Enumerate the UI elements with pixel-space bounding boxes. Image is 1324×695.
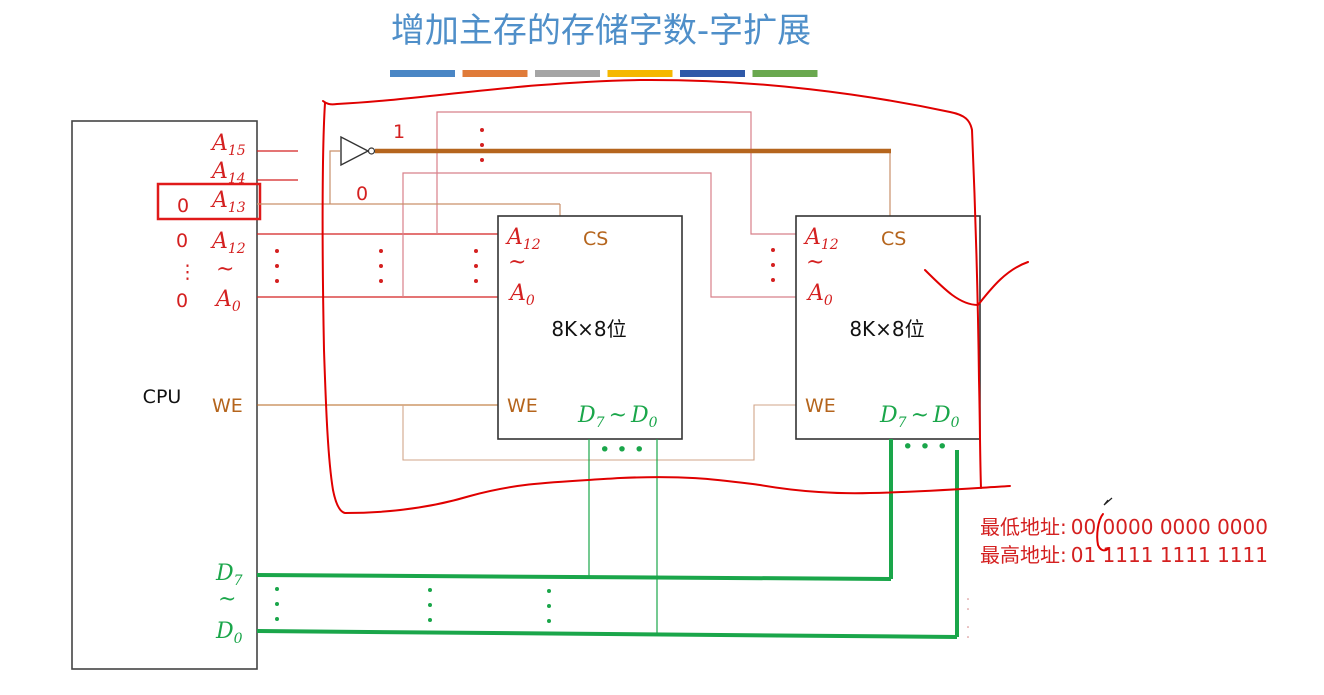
cpu-data-pins: D7 ~ D0 [215,561,243,647]
chip1-data-range: D7~D0 [577,403,658,431]
chip2-box [795,215,981,440]
lowest-address: 最低地址:00 0000 0000 0000 [980,515,1268,539]
dots-1 [275,249,279,283]
cpu-label: CPU [143,386,182,408]
data-vdots-2 [428,588,432,622]
data-vdots-3 [547,589,551,623]
dots-top [480,128,484,162]
chip2-cs: CS [881,228,906,250]
title-bar-3 [535,70,600,77]
annotation-bit-bracket [1096,513,1109,552]
title-bar-6 [752,70,818,77]
annotation-check-mark [924,261,1029,306]
chip1-addr-tilde: ~ [508,250,526,275]
chip1-cs: CS [583,228,608,250]
dots-3 [474,249,478,283]
faint-dots [967,598,969,638]
cpu-address-pins: A15 A14 A13 A12 ~ A0 [210,131,246,315]
a13-highlight-box [156,182,262,221]
chip1-addr-low: A0 [508,281,535,309]
inverter-output-value: 1 [393,121,405,143]
chip2-data-dots: • • • [902,436,948,458]
inverter-triangle [340,135,370,167]
annotation-enclosure-bottom [321,102,1011,514]
cpu-box [71,120,258,670]
pin-d0: D0 [215,619,243,647]
data-wires [256,439,959,639]
a13-wires [257,150,891,217]
hand-drawn-annotations [321,78,1109,552]
value-a12: 0 [176,230,188,252]
data-ellipsis: • • • • • • [275,436,948,623]
chip1-we: WE [507,395,538,417]
chip1-capacity: 8K×8位 [551,317,626,341]
page-title: 增加主存的存储字数-字扩展 [391,11,811,51]
chip2-we: WE [805,395,836,417]
chip2-addr-low: A0 [806,281,833,309]
title-bar-5 [680,70,745,77]
inverter-bubble [367,147,376,155]
inverter-gate [340,135,376,167]
wire-a0-chip2 [402,172,797,298]
pin-d-tilde: ~ [218,587,236,612]
memory-chip-1: A12 ~ A0 CS 8K×8位 WE D7~D0 [497,215,683,440]
data-vdots-1 [275,587,279,621]
chip2-addr-tilde: ~ [806,250,824,275]
chip2-addr-high: A12 [803,225,839,253]
pin-a-tilde: ~ [216,257,234,282]
value-a13: 0 [177,195,189,217]
address-wires [257,150,498,298]
address-ellipsis-dots [275,128,775,283]
chip2-data-range: D7~D0 [879,403,960,431]
wire-inverter-input [329,150,340,204]
annotation-enclosure-top [322,78,982,489]
chip1-data-dots: • • • [599,439,645,461]
data-bus-d0 [256,629,958,639]
pin-a13: A13 [210,188,246,216]
dots-2 [379,249,383,283]
highest-address: 最高地址:01 1111 1111 1111 [980,543,1268,567]
wire-we-chip2 [402,404,797,461]
annotation-pen-mark [1103,497,1113,506]
inverter-input-value: 0 [356,183,368,205]
memory-chip-2: A12 ~ A0 CS 8K×8位 WE D7~D0 [795,215,981,440]
value-a0: 0 [176,290,188,312]
title-color-bars [390,70,818,77]
title-bar-1 [390,70,455,77]
cpu-address-values: 0 0 ⋮ 0 [176,195,197,312]
chip1-box [497,215,683,440]
title-bar-4 [607,70,673,77]
value-ellipsis: ⋮ [178,261,197,283]
pin-a15: A15 [210,131,246,159]
pin-a12: A12 [210,229,246,257]
data-bus-d7 [256,573,892,581]
address-range: 最低地址:00 0000 0000 0000 最高地址:01 1111 1111… [980,515,1268,567]
dots-4 [771,248,775,282]
chip1-addr-high: A12 [505,225,541,253]
pin-d7: D7 [215,561,243,589]
pin-a0: A0 [214,287,241,315]
chip2-capacity: 8K×8位 [849,317,924,341]
pin-we: WE [212,395,243,417]
title-bar-2 [462,70,528,77]
